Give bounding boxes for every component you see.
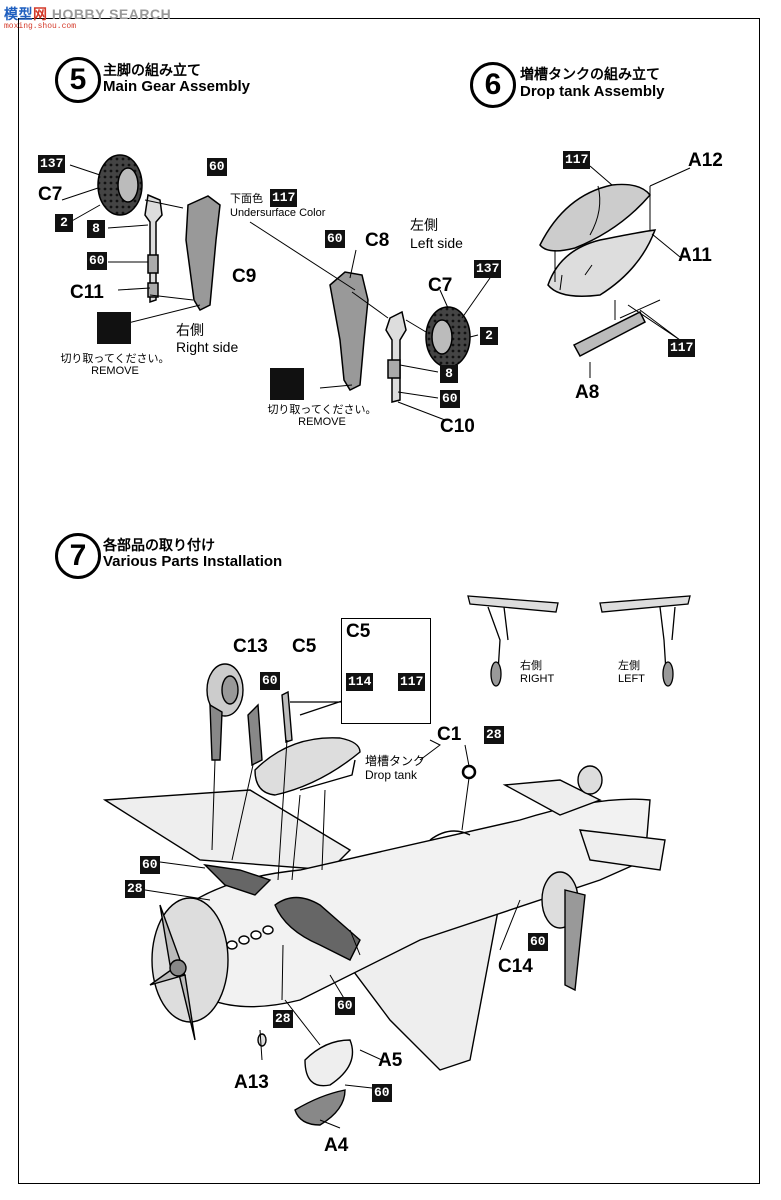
remove-note-en: REMOVE xyxy=(298,416,346,428)
color-117-tag: 117 xyxy=(270,189,298,207)
page-frame xyxy=(18,18,760,1184)
part-c5-label: C5 xyxy=(292,636,317,657)
step6-title-en: Drop tank Assembly xyxy=(520,83,665,100)
remove-note-jp: 切り取ってください。 xyxy=(60,353,170,365)
step5-title-en: Main Gear Assembly xyxy=(103,78,251,95)
gear-left-jp: 左側 xyxy=(618,660,640,672)
strut-c10 xyxy=(385,310,407,403)
step6-drawing xyxy=(539,165,691,378)
color-137-tag: 137 xyxy=(474,260,502,278)
left-side-en: Left side xyxy=(410,235,463,251)
right-side-en: Right side xyxy=(176,339,239,355)
part-c8-label: C8 xyxy=(365,230,390,251)
part-c14-label: C14 xyxy=(498,956,533,977)
step5-title-jp: 主脚の組み立て xyxy=(103,62,201,78)
part-a12-label: A12 xyxy=(688,150,723,171)
color-8-tag: 8 xyxy=(87,220,105,238)
step-number-7: 7 xyxy=(55,533,101,579)
remove-mark-icon xyxy=(270,368,304,400)
remove-note-en: REMOVE xyxy=(91,365,139,377)
color-60-tag: 60 xyxy=(325,230,345,248)
part-c5-detail-label: C5 xyxy=(346,621,371,642)
color-114-tag: 114 xyxy=(346,673,374,691)
part-a4-label: A4 xyxy=(324,1135,349,1156)
part-a8-label: A8 xyxy=(575,382,600,403)
step6-title-jp: 増槽タンクの組み立て xyxy=(520,66,660,82)
strut-c11 xyxy=(144,193,163,304)
color-60-tag: 60 xyxy=(140,856,160,874)
part-c10-label: C10 xyxy=(440,416,475,437)
pylon-a8 xyxy=(572,310,647,358)
step-number-5: 5 xyxy=(55,57,101,103)
color-117-tag: 117 xyxy=(563,151,591,169)
step7-title-en: Various Parts Installation xyxy=(103,553,283,570)
tank-lower-a11 xyxy=(547,229,657,297)
color-117-tag: 117 xyxy=(668,339,696,357)
color-28-tag: 28 xyxy=(273,1010,293,1028)
color-28-tag: 28 xyxy=(484,726,504,744)
gear-cover-c8 xyxy=(329,271,369,391)
step-number-6: 6 xyxy=(470,62,516,108)
part-c7-label: C7 xyxy=(428,275,453,296)
remove-note-jp: 切り取ってください。 xyxy=(267,404,377,416)
step5-drawing xyxy=(61,154,221,326)
undersurface-jp: 下面色 xyxy=(230,193,263,205)
step7-title-jp: 各部品の取り付け xyxy=(103,537,215,553)
color-60-tag: 60 xyxy=(440,390,460,408)
color-28-tag: 28 xyxy=(125,880,145,898)
color-137-tag: 137 xyxy=(38,155,66,173)
aircraft-drawing xyxy=(102,663,666,1129)
part-a13-label: A13 xyxy=(234,1072,269,1093)
color-60-tag: 60 xyxy=(260,672,280,690)
droptank-jp: 増槽タンク xyxy=(365,754,426,768)
c5-detail-box: C5 114 117 xyxy=(341,618,431,724)
droptank-en: Drop tank xyxy=(365,768,418,782)
color-2-tag: 2 xyxy=(55,214,73,232)
part-c7-label: C7 xyxy=(38,184,63,205)
part-c1-label: C1 xyxy=(437,724,462,745)
color-60-tag: 60 xyxy=(335,997,355,1015)
part-c13-label: C13 xyxy=(233,636,268,657)
color-8-tag: 8 xyxy=(440,365,458,383)
gear-right-en: RIGHT xyxy=(520,673,555,685)
undersurface-en: Undersurface Color xyxy=(230,207,326,219)
gear-cover-c9 xyxy=(185,195,221,311)
part-a11-label: A11 xyxy=(678,245,712,266)
color-117-tag: 117 xyxy=(398,673,426,691)
left-side-jp: 左側 xyxy=(410,217,438,233)
gear-right-jp: 右側 xyxy=(520,660,542,672)
right-side-jp: 右側 xyxy=(176,322,204,338)
color-2-tag: 2 xyxy=(480,327,498,345)
color-60-tag: 60 xyxy=(528,933,548,951)
step5-left-drawing xyxy=(249,221,491,421)
part-a5-label: A5 xyxy=(378,1050,403,1071)
watermark-url: moxing.shou.com xyxy=(4,22,77,31)
color-60-tag: 60 xyxy=(372,1084,392,1102)
gear-detail-drawing xyxy=(467,595,691,687)
color-60-tag: 60 xyxy=(87,252,107,270)
remove-mark-icon xyxy=(97,312,131,344)
part-c11-label: C11 xyxy=(70,282,104,303)
part-c9-label: C9 xyxy=(232,266,257,287)
watermark: 模型网 HOBBY SEARCH xyxy=(4,6,172,22)
gear-left-en: LEFT xyxy=(618,673,645,685)
color-60-tag: 60 xyxy=(207,158,227,176)
